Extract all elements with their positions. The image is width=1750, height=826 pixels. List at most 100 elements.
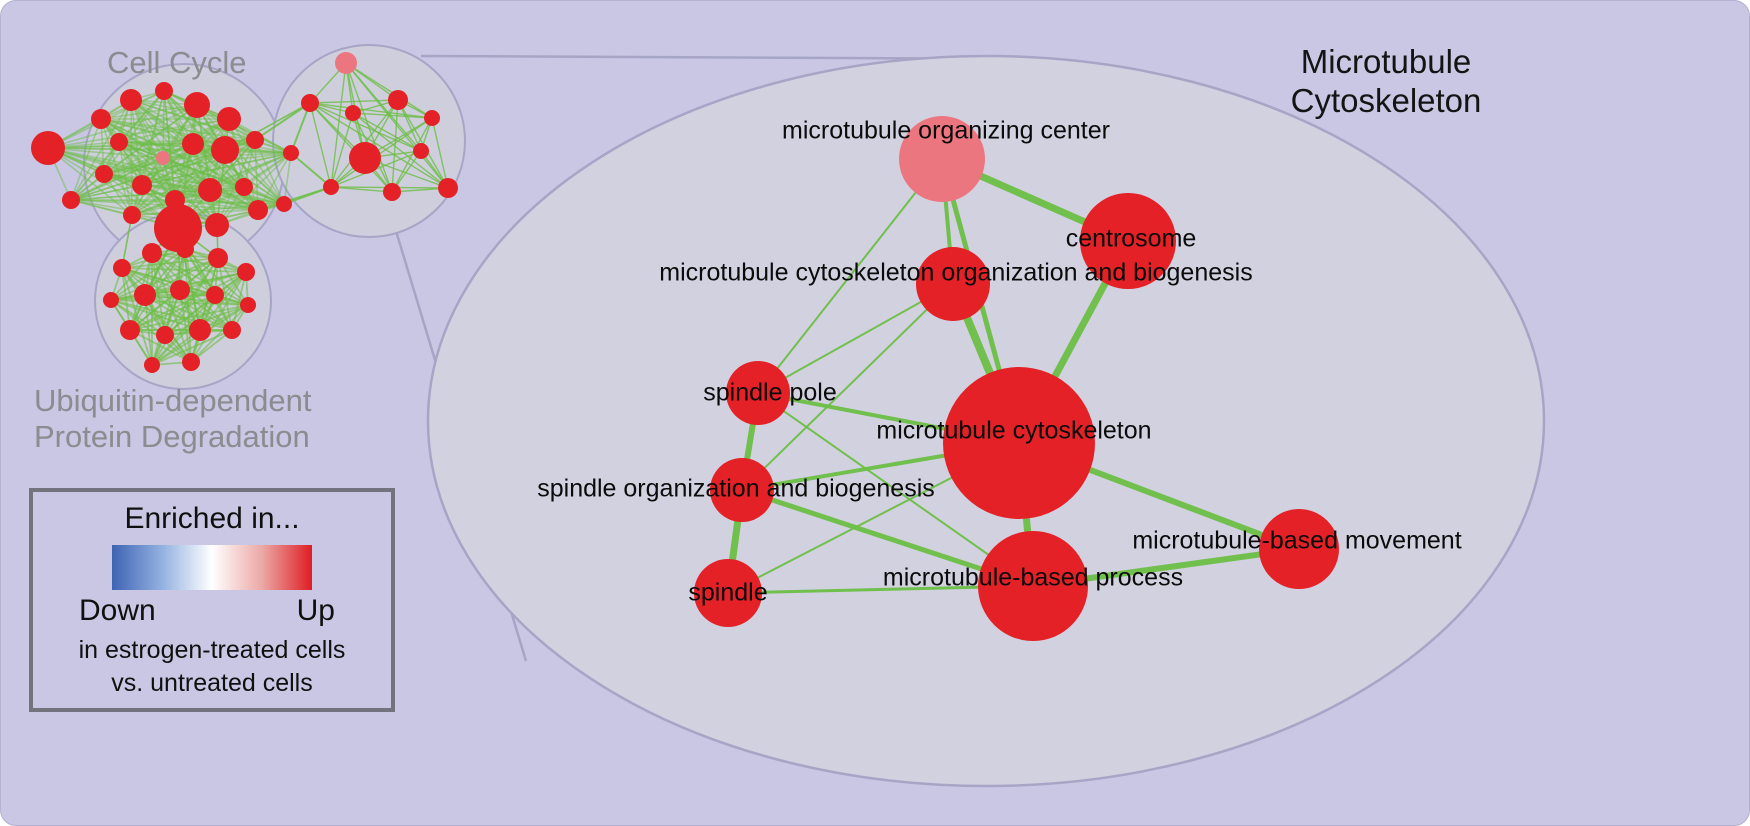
node-label-spindle-pole: spindle pole bbox=[703, 379, 836, 407]
overview-edge bbox=[141, 184, 245, 188]
overview-edge bbox=[190, 304, 249, 363]
overview-edge bbox=[179, 289, 233, 331]
legend-gradient-bar bbox=[112, 545, 312, 590]
overview-edge bbox=[110, 248, 186, 301]
overview-node bbox=[120, 89, 142, 111]
overview-edge bbox=[100, 118, 133, 216]
legend-scale-row: Down Up bbox=[33, 594, 391, 630]
overview-edge bbox=[309, 99, 399, 104]
overview-cross-edge bbox=[224, 102, 311, 151]
overview-edge bbox=[391, 99, 399, 193]
overview-edge bbox=[110, 299, 249, 306]
overview-node bbox=[132, 175, 152, 195]
ubiquitin-cluster-label-line2: Protein Degradation bbox=[34, 418, 310, 454]
cluster-circle-microtubule-cytoskeleton bbox=[272, 44, 466, 238]
overview-node bbox=[206, 286, 224, 304]
overview-node bbox=[301, 94, 319, 112]
microtubule-cluster-title-line2: Cytoskeleton bbox=[1290, 81, 1482, 119]
overview-edge bbox=[103, 152, 292, 175]
overview-edge bbox=[179, 289, 192, 363]
overview-node bbox=[335, 52, 357, 74]
overview-node bbox=[144, 357, 160, 373]
overview-node bbox=[103, 292, 119, 308]
overview-edge bbox=[352, 112, 449, 189]
overview-edge bbox=[231, 271, 247, 331]
legend-caption: in estrogen-treated cells vs. untreated … bbox=[33, 634, 391, 699]
node-label-mt-cytoskeleton: microtubule cytoskeleton bbox=[876, 417, 1151, 445]
overview-node bbox=[205, 213, 229, 237]
overview-cross-edge bbox=[254, 102, 311, 141]
overview-node bbox=[120, 320, 140, 340]
overview-edge bbox=[345, 62, 433, 119]
overview-node bbox=[248, 200, 268, 220]
overview-edge bbox=[330, 186, 393, 193]
overview-edge bbox=[70, 118, 102, 201]
edge-mcob-sob bbox=[741, 283, 954, 491]
overview-edge bbox=[129, 294, 216, 331]
legend-up-label: Up bbox=[296, 594, 335, 627]
node-mt-cytoskeleton bbox=[943, 367, 1095, 519]
overview-node bbox=[142, 243, 162, 263]
overview-node bbox=[62, 191, 80, 209]
node-moc bbox=[899, 116, 985, 202]
overview-edge bbox=[345, 62, 393, 193]
overview-edge bbox=[209, 152, 292, 191]
overview-edge bbox=[431, 117, 449, 189]
overview-edge bbox=[309, 102, 422, 152]
overview-edge bbox=[129, 304, 249, 331]
overview-node bbox=[123, 206, 141, 224]
node-mcob bbox=[916, 247, 990, 321]
overview-edge bbox=[70, 99, 132, 201]
overview-edge bbox=[110, 299, 192, 363]
node-label-sob: spindle organization and biogenesis bbox=[537, 475, 935, 503]
node-label-mcob: microtubule cytoskeleton organization an… bbox=[659, 259, 1252, 287]
overview-node bbox=[208, 248, 228, 268]
overview-edge bbox=[103, 90, 165, 175]
overview-node bbox=[170, 280, 190, 300]
overview-node bbox=[235, 178, 253, 196]
node-mbm bbox=[1259, 509, 1339, 589]
overview-edge bbox=[110, 257, 219, 301]
overview-edge bbox=[330, 62, 347, 188]
edge-spindle-pole-mbp bbox=[757, 392, 1034, 587]
overview-node bbox=[31, 131, 65, 165]
overview-node bbox=[156, 326, 174, 344]
overview-node bbox=[155, 82, 173, 100]
overview-edge bbox=[330, 112, 354, 188]
overview-edge bbox=[309, 102, 393, 193]
overview-node bbox=[345, 105, 361, 121]
overview-node bbox=[95, 165, 113, 183]
overview-node bbox=[110, 133, 128, 151]
microtubule-cluster-title: Microtubule Cytoskeleton bbox=[1256, 43, 1516, 121]
overview-edge bbox=[70, 199, 133, 216]
overview-edge bbox=[257, 152, 292, 211]
overview-node bbox=[413, 143, 429, 159]
overview-edge bbox=[309, 102, 332, 188]
overview-node bbox=[217, 107, 241, 131]
overview-cross-edge bbox=[257, 186, 332, 211]
overview-edge bbox=[47, 147, 133, 216]
edge-moc-spindle-pole bbox=[757, 158, 943, 394]
overview-node bbox=[182, 133, 204, 155]
overview-node bbox=[211, 136, 239, 164]
overview-node bbox=[383, 183, 401, 201]
overview-node bbox=[438, 178, 458, 198]
overview-node bbox=[176, 240, 194, 258]
overview-edge bbox=[190, 271, 247, 363]
overview-edge bbox=[131, 186, 245, 216]
overview-node bbox=[237, 263, 255, 281]
ubiquitin-cluster-label-line1: Ubiquitin-dependent bbox=[34, 383, 312, 418]
overview-node bbox=[91, 109, 111, 129]
overview-edge bbox=[283, 152, 292, 205]
overview-edge bbox=[103, 118, 230, 175]
overview-edge bbox=[118, 104, 198, 143]
node-spindle-pole bbox=[726, 361, 790, 425]
overview-node bbox=[349, 142, 381, 174]
node-centrosome bbox=[1080, 193, 1176, 289]
overview-node bbox=[246, 131, 264, 149]
overview-edge bbox=[162, 90, 165, 159]
node-spindle bbox=[694, 559, 762, 627]
microtubule-cluster-title-line1: Microtubule bbox=[1300, 43, 1472, 80]
